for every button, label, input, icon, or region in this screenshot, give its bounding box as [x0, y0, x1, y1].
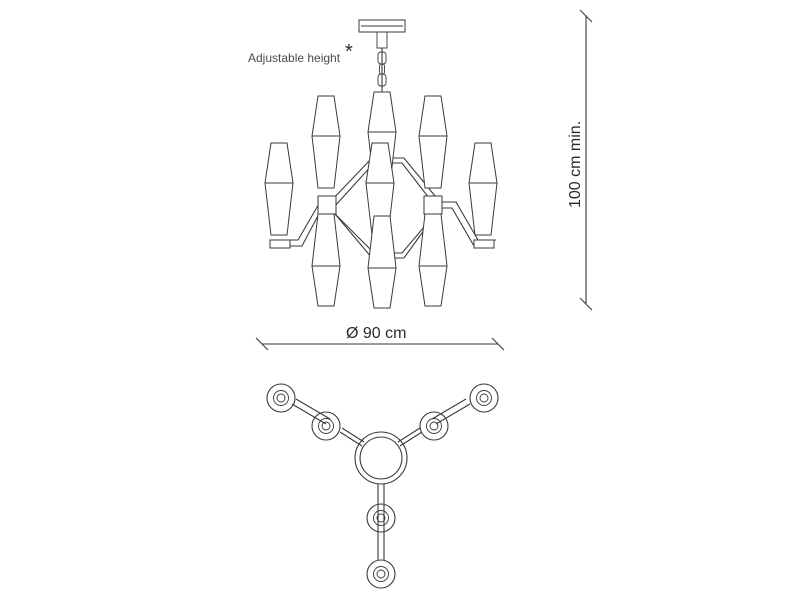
diameter-dimension: Ø 90 cm: [255, 325, 505, 351]
plan-arms: [291, 398, 471, 560]
suspension-chain: [376, 31, 388, 92]
height-dimension: 100 cm min.: [567, 9, 593, 311]
adjustable-height-label: Adjustable height: [248, 51, 341, 65]
height-dimension-label: 100 cm min.: [567, 121, 584, 208]
asterisk-mark: *: [345, 41, 353, 63]
plan-shade-cups: [266, 383, 499, 589]
plan-central-hub: [354, 431, 408, 485]
diameter-dimension-label: Ø 90 cm: [346, 325, 406, 342]
glass-shades: [264, 91, 498, 309]
plan-view: [266, 383, 499, 589]
elevation-view: Adjustable height *: [248, 19, 498, 309]
